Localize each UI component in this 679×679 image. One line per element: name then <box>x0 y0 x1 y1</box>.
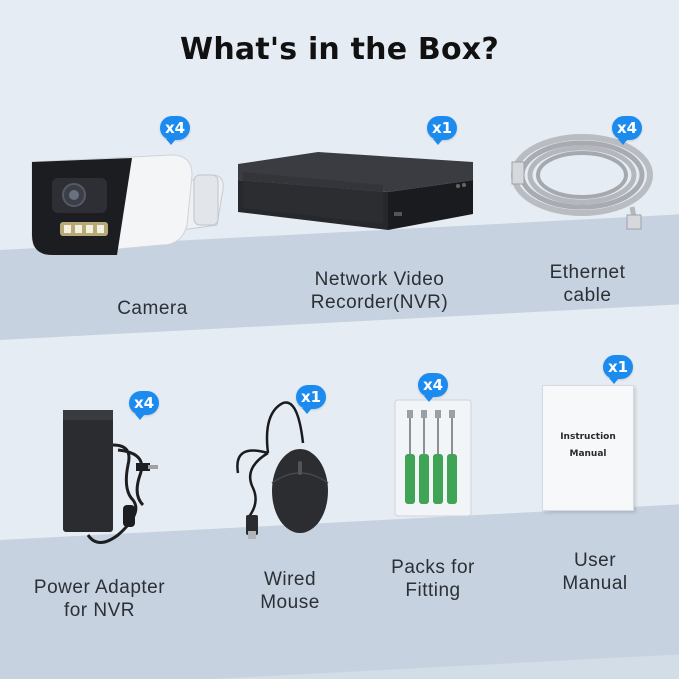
power-adapter-label: Power Adapter for NVR <box>12 576 187 622</box>
camera-label-line: Camera <box>117 298 188 319</box>
fitting-label: Packs for Fitting <box>358 556 508 602</box>
fitting-pack-image <box>394 399 472 517</box>
ethernet-cable-label: Ethernet cable <box>510 261 665 307</box>
user-manual-image: Instruction Manual <box>542 385 634 511</box>
user-manual-label-line-1: User <box>573 550 617 571</box>
camera-image <box>31 154 224 256</box>
wired-mouse-image <box>236 401 329 539</box>
fitting-label-line-2: Fitting <box>405 580 461 601</box>
power-adapter-quantity-badge: x4 <box>129 391 159 420</box>
fitting-label-line-1: Packs for <box>391 557 475 578</box>
screw-icon <box>447 410 457 504</box>
user-manual-quantity-badge: x1 <box>603 355 633 384</box>
power-adapter-label-line-2: for NVR <box>63 600 136 621</box>
manual-cover-line-1: Instruction <box>560 432 616 442</box>
camera-quantity-badge: x4 <box>160 116 190 145</box>
nvr-image <box>238 152 473 230</box>
nvr-label: Network Video Recorder(NVR) <box>292 268 467 314</box>
camera-label: Camera <box>70 297 235 320</box>
wired-mouse-label-line-1: Wired <box>263 569 317 590</box>
wired-mouse-quantity-badge: x1 <box>296 385 326 414</box>
nvr-quantity-badge: x1 <box>427 116 457 145</box>
user-manual-label-line-2: Manual <box>562 573 628 594</box>
screw-icon <box>433 410 443 504</box>
nvr-label-line-1: Network Video <box>314 269 445 290</box>
page-title: What's in the Box? <box>180 32 499 67</box>
ethernet-cable-label-line-1: Ethernet <box>549 262 626 283</box>
screw-icon <box>419 410 429 504</box>
manual-cover-line-2: Manual <box>569 449 607 459</box>
wired-mouse-label-line-2: Mouse <box>260 592 320 613</box>
power-adapter-label-line-1: Power Adapter <box>33 577 166 598</box>
screw-icon <box>405 410 415 504</box>
power-adapter-image <box>63 410 158 544</box>
nvr-label-line-2: Recorder(NVR) <box>310 292 449 313</box>
ethernet-cable-image <box>511 134 653 230</box>
user-manual-label: User Manual <box>520 549 670 595</box>
ethernet-cable-label-line-2: cable <box>563 285 612 306</box>
wired-mouse-label: Wired Mouse <box>215 568 365 614</box>
ethernet-cable-quantity-badge: x4 <box>612 116 642 145</box>
fitting-quantity-badge: x4 <box>418 373 448 402</box>
